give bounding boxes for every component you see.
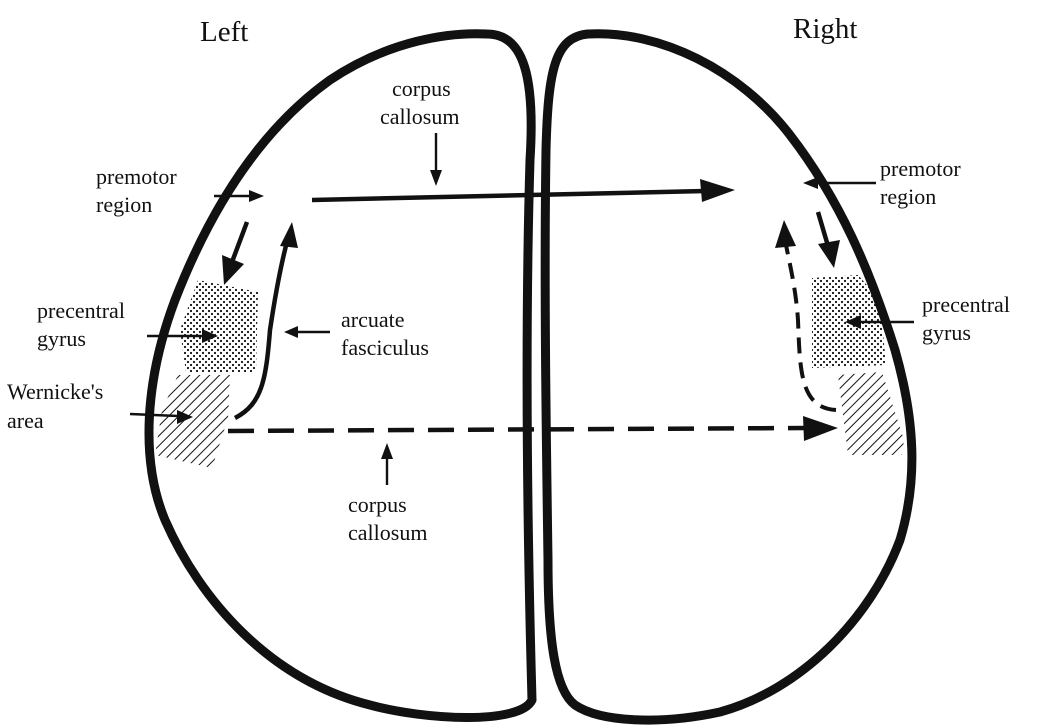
cc-top-label-line1: corpus (392, 76, 451, 101)
left-hemisphere-title: Left (200, 16, 248, 48)
right-premotor-down-arrowhead (818, 240, 840, 268)
premotor-right-pointer-head (803, 177, 818, 189)
premotor-left-pointer-head (249, 190, 264, 202)
arcuate-fasciculus-arrowhead (280, 222, 298, 248)
right-premotor-down-arrow (818, 212, 828, 246)
precentral-right-label-line1: precentral (922, 292, 1010, 317)
corpus-callosum-top-arrowhead (700, 179, 735, 202)
left-precentral-gyrus-region (180, 280, 258, 372)
cc-top-pointer-head (430, 170, 442, 186)
right-dashed-pathway-arrowhead (775, 220, 796, 248)
left-premotor-down-arrow (232, 222, 247, 262)
corpus-callosum-top-arrow (312, 191, 705, 200)
precentral-right-label-line2: gyrus (922, 320, 971, 345)
left-wernickes-area-region (155, 375, 230, 468)
premotor-left-label-line1: premotor (96, 164, 177, 189)
corpus-callosum-bottom-arrow (228, 428, 805, 431)
left-premotor-down-arrowhead (222, 255, 244, 285)
wernicke-label-line1: Wernicke's (7, 379, 103, 404)
wernicke-label-line2: area (7, 408, 44, 433)
arcuate-label-line1: arcuate (341, 307, 405, 332)
premotor-left-label-line2: region (96, 192, 152, 217)
precentral-left-label-line1: precentral (37, 298, 125, 323)
cc-bottom-pointer-head (381, 443, 393, 459)
cc-bottom-label-line2: callosum (348, 520, 427, 545)
corpus-callosum-bottom-arrowhead (803, 416, 838, 441)
right-hemisphere-title: Right (793, 13, 857, 45)
premotor-right-label-line1: premotor (880, 156, 961, 181)
arcuate-pointer-head (284, 326, 298, 338)
precentral-left-label-line2: gyrus (37, 326, 86, 351)
cc-bottom-label-line1: corpus (348, 492, 407, 517)
arcuate-label-line2: fasciculus (341, 335, 429, 360)
cc-top-label-line2: callosum (380, 104, 459, 129)
premotor-right-label-line2: region (880, 184, 936, 209)
right-wernickes-area-region (838, 372, 904, 455)
